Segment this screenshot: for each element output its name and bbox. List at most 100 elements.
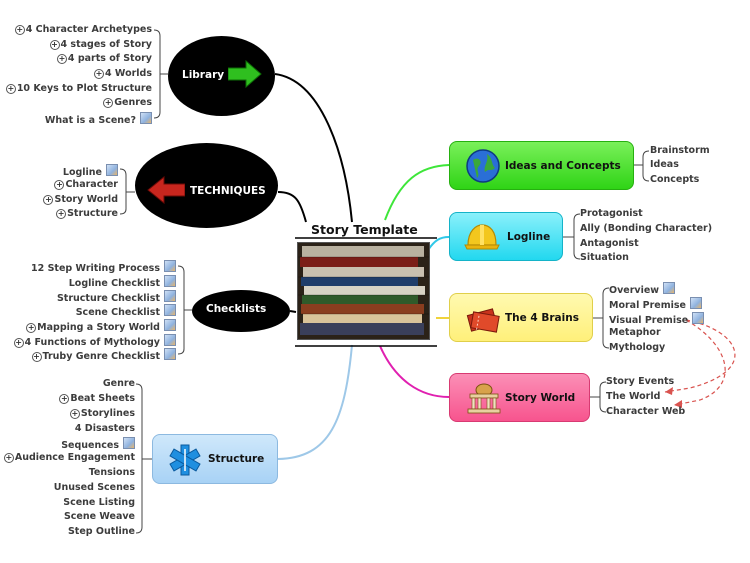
checklists-item[interactable]: Scene Checklist	[76, 304, 176, 319]
relationship-arrows	[664, 319, 736, 406]
checklists-item[interactable]: 12 Step Writing Process	[31, 260, 176, 275]
note-icon[interactable]	[164, 319, 176, 331]
note-icon[interactable]	[164, 334, 176, 346]
storyworld-node[interactable]: Story World	[449, 373, 590, 422]
expand-icon[interactable]: +	[56, 54, 67, 64]
techniques-label: TECHNIQUES	[190, 185, 266, 197]
brains-label: The 4 Brains	[505, 312, 579, 324]
library-item[interactable]: +4 stages of Story	[49, 39, 152, 50]
note-icon[interactable]	[164, 290, 176, 302]
connector-ideas	[384, 164, 450, 221]
globe-icon	[466, 149, 500, 183]
structure-item[interactable]: Tensions	[88, 467, 135, 478]
expand-icon[interactable]: +	[31, 352, 42, 362]
structure-item[interactable]: Sequences	[61, 437, 135, 452]
expand-icon[interactable]: +	[5, 84, 16, 94]
structure-item[interactable]: Genre	[102, 378, 135, 389]
expand-icon[interactable]: +	[43, 195, 54, 205]
tickets-icon	[466, 308, 500, 333]
structure-item[interactable]: Scene Listing	[63, 497, 135, 508]
note-icon[interactable]	[663, 282, 676, 294]
structure-item[interactable]: +Storylines	[69, 408, 135, 419]
structure-item[interactable]: 4 Disasters	[74, 423, 135, 434]
library-item[interactable]: +4 Worlds	[94, 68, 152, 79]
structure-label: Structure	[208, 453, 265, 465]
library-item[interactable]: +4 Character Archetypes	[14, 24, 152, 35]
center-title: Story Template	[311, 222, 418, 237]
library-item[interactable]: +Genres	[103, 97, 152, 108]
ideas-label: Ideas and Concepts	[505, 160, 621, 172]
ideas-node[interactable]: Ideas and Concepts	[449, 141, 634, 190]
ideas-item[interactable]: Ideas	[650, 159, 679, 170]
storyworld-item[interactable]: The World	[606, 391, 661, 402]
storyworld-item[interactable]: Story Events	[606, 376, 675, 387]
logline-label: Logline	[507, 231, 551, 243]
brains-item[interactable]: Overview	[609, 282, 676, 297]
brains-item[interactable]: Visual Premise	[609, 312, 705, 327]
expand-icon[interactable]: +	[26, 323, 37, 333]
techniques-item[interactable]: +Character	[54, 179, 118, 190]
structure-node[interactable]: Structure	[152, 434, 278, 484]
checklists-node[interactable]: Checklists	[192, 290, 290, 332]
techniques-node[interactable]: TECHNIQUES	[135, 143, 278, 228]
note-icon[interactable]	[164, 260, 176, 272]
library-item[interactable]: +10 Keys to Plot Structure	[5, 83, 152, 94]
expand-icon[interactable]: +	[13, 338, 24, 348]
techniques-item[interactable]: Logline	[63, 164, 118, 179]
checklists-item[interactable]: Logline Checklist	[69, 275, 176, 290]
logline-item[interactable]: Antagonist	[580, 238, 639, 249]
note-icon[interactable]	[164, 348, 176, 360]
bookshelf-photo	[297, 242, 430, 340]
checklists-item[interactable]: +Mapping a Story World	[26, 319, 176, 334]
expand-icon[interactable]: +	[94, 69, 105, 79]
brains-item[interactable]: Mythology	[609, 342, 666, 353]
structure-item[interactable]: Scene Weave	[63, 511, 135, 522]
red-arrow-icon	[147, 176, 185, 204]
green-arrow-icon	[228, 60, 262, 88]
expand-icon[interactable]: +	[14, 25, 25, 35]
connector-library	[274, 73, 353, 223]
brains-item[interactable]: Metaphor	[609, 327, 661, 338]
storyworld-item[interactable]: Character Web	[606, 406, 686, 417]
structure-item[interactable]: Unused Scenes	[53, 482, 135, 493]
brains-node[interactable]: The 4 Brains	[449, 293, 593, 342]
arrowhead-story-events	[665, 387, 673, 395]
techniques-item[interactable]: +Structure	[56, 208, 118, 219]
expand-icon[interactable]: +	[103, 98, 114, 108]
library-node[interactable]: Library	[168, 36, 275, 116]
brains-item[interactable]: Moral Premise	[609, 297, 702, 312]
note-icon[interactable]	[164, 304, 176, 316]
connector-structure	[277, 344, 353, 460]
note-icon[interactable]	[123, 437, 135, 449]
techniques-item[interactable]: +Story World	[43, 194, 118, 205]
expand-icon[interactable]: +	[59, 394, 70, 404]
ideas-item[interactable]: Brainstorm	[650, 145, 710, 156]
expand-icon[interactable]: +	[56, 209, 67, 219]
checklists-item[interactable]: +Truby Genre Checklist	[31, 348, 176, 363]
library-item[interactable]: +4 parts of Story	[56, 53, 152, 64]
note-icon[interactable]	[692, 312, 705, 324]
logline-item[interactable]: Ally (Bonding Character)	[580, 223, 713, 234]
note-icon[interactable]	[164, 275, 176, 287]
expand-icon[interactable]: +	[69, 409, 80, 419]
checklists-item[interactable]: +4 Functions of Mythology	[13, 334, 176, 349]
connector-logline	[427, 236, 450, 251]
hard-hat-icon	[464, 224, 500, 250]
structure-item[interactable]: Step Outline	[67, 526, 135, 537]
building-icon	[467, 383, 501, 414]
logline-item[interactable]: Situation	[580, 252, 629, 263]
expand-icon[interactable]: +	[3, 453, 14, 463]
note-icon[interactable]	[140, 112, 152, 124]
expand-icon[interactable]: +	[54, 180, 65, 190]
structure-item[interactable]: +Beat Sheets	[59, 393, 135, 404]
structure-item[interactable]: +Audience Engagement	[3, 452, 135, 463]
expand-icon[interactable]: +	[49, 40, 60, 50]
library-item[interactable]: What is a Scene?	[45, 112, 152, 127]
note-icon[interactable]	[106, 164, 118, 176]
checklists-item[interactable]: Structure Checklist	[57, 290, 176, 305]
logline-item[interactable]: Protagonist	[580, 208, 643, 219]
note-icon[interactable]	[689, 297, 702, 309]
ideas-item[interactable]: Concepts	[650, 174, 700, 185]
right-brackets	[563, 150, 650, 413]
logline-node[interactable]: Logline	[449, 212, 563, 261]
